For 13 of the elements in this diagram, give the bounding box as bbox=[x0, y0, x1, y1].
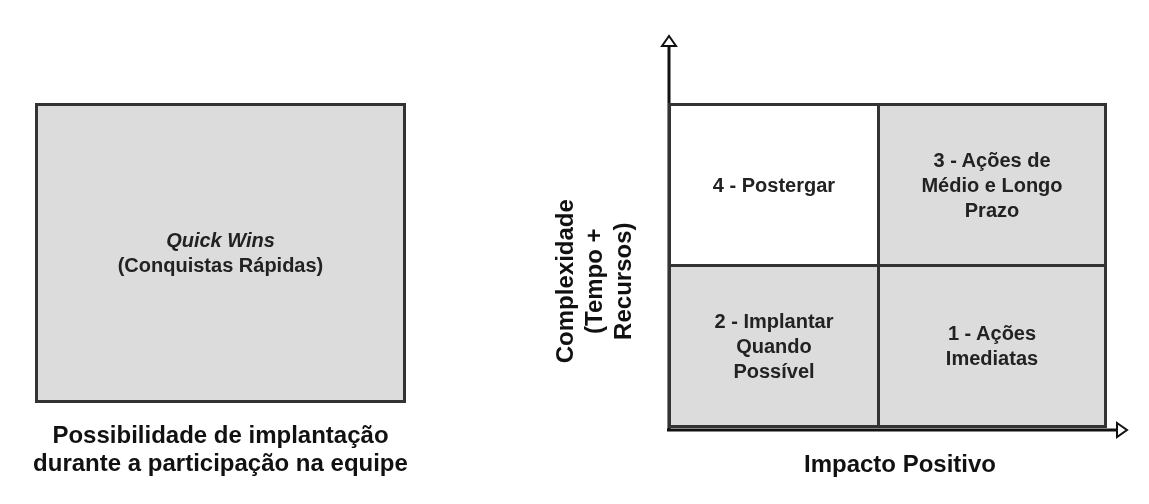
quadrant-box bbox=[877, 264, 1107, 428]
box-text: Quick Wins (Conquistas Rápidas) bbox=[116, 228, 325, 278]
quadrant-box bbox=[668, 264, 880, 428]
box-text: 2 - Implantar Quando Possível bbox=[713, 308, 835, 384]
box-text: 3 - Ações de Médio e Longo Prazo bbox=[920, 147, 1064, 223]
box-text: 4 - Postergar bbox=[712, 172, 836, 198]
axis-title: Complexidade (Tempo + Recursos) bbox=[550, 198, 637, 366]
quadrant-box bbox=[668, 103, 880, 267]
box-label: Possibilidade de implantação durante a participação na equipe bbox=[32, 421, 409, 477]
quadrant-box bbox=[877, 103, 1107, 267]
quick-wins-box bbox=[35, 103, 406, 403]
box-text: 1 - Ações Imediatas bbox=[944, 321, 1040, 371]
axis-title: Impacto Positivo bbox=[802, 450, 997, 479]
